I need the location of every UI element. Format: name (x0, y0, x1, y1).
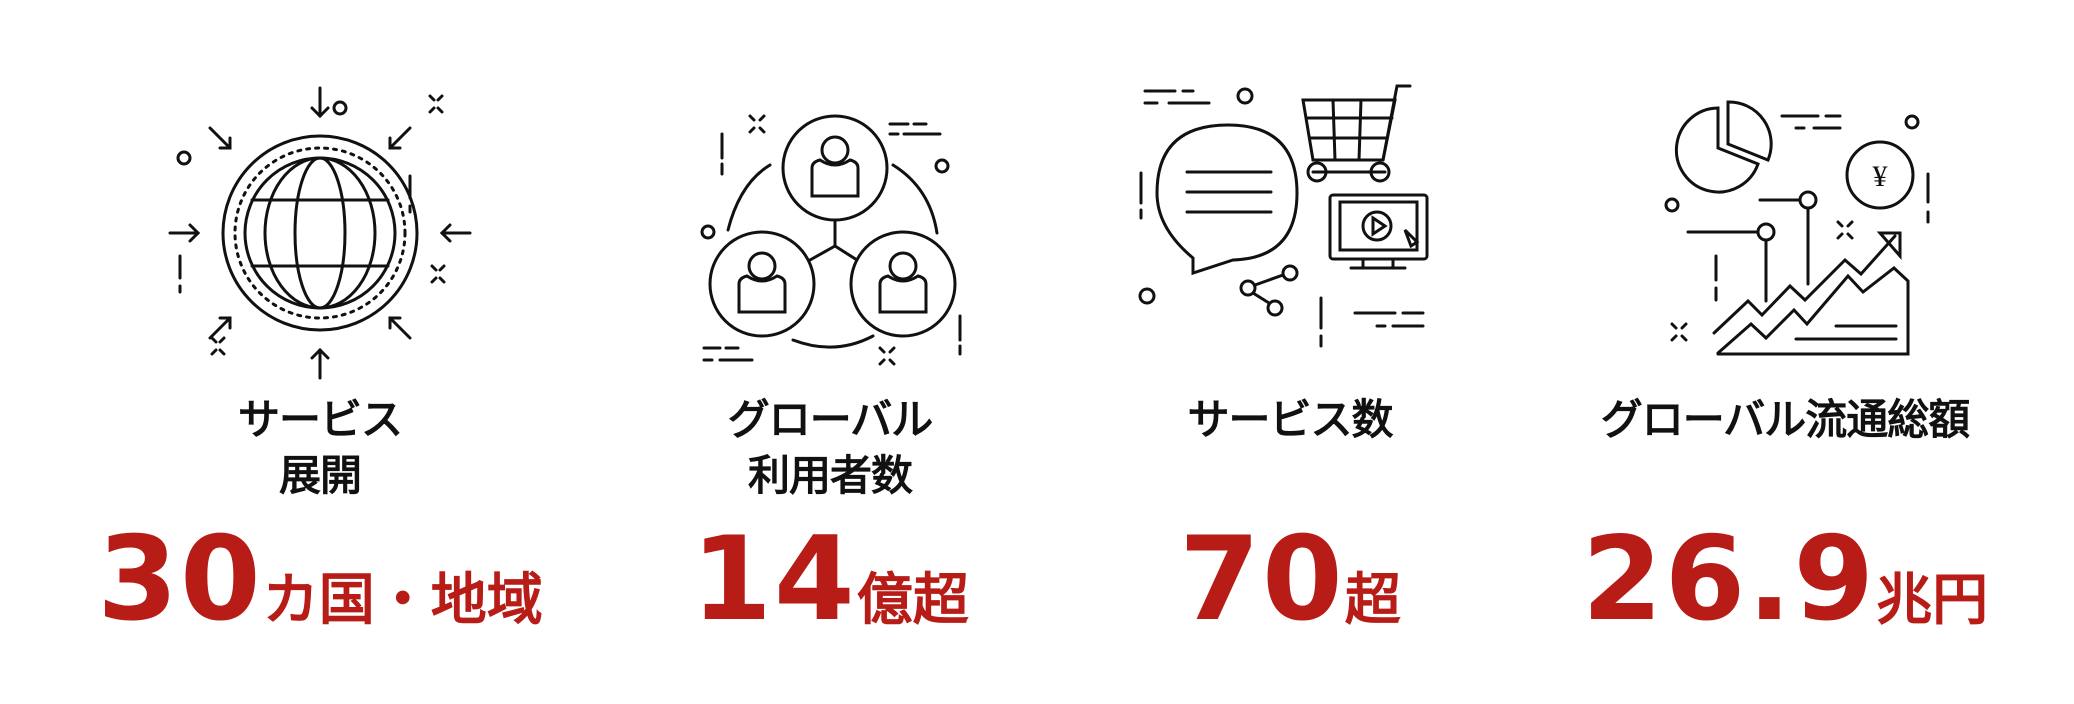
heading-line-1: サービス数 (1187, 395, 1393, 444)
stat-service-regions: サービス 展開 30カ国・地域 (80, 0, 560, 704)
stat-value: 26.9兆円 (1560, 520, 2010, 640)
stat-number: 26.9 (1581, 512, 1877, 647)
stat-unit: 兆円 (1876, 568, 1989, 633)
stat-number: 30 (97, 512, 263, 647)
growth-chart-icon: ¥ (1650, 88, 1950, 378)
heading-line-2: 展開 (278, 451, 362, 500)
users-network-icon (690, 88, 990, 378)
stat-heading: サービス数 (1130, 392, 1450, 448)
heading-line-1: サービス (237, 395, 403, 444)
stat-value: 14億超 (660, 520, 1000, 640)
globe-icon (170, 88, 470, 378)
svg-text:¥: ¥ (1873, 160, 1888, 193)
stat-value: 30カ国・地域 (80, 520, 560, 640)
stat-unit: カ国・地域 (262, 568, 543, 633)
stat-value: 70超 (1130, 520, 1450, 640)
stat-number: 14 (691, 512, 857, 647)
stat-heading: グローバル 利用者数 (660, 392, 1000, 504)
heading-line-1: グローバル流通総額 (1600, 395, 1971, 444)
stat-service-count: サービス数 70超 (1130, 0, 1450, 704)
stat-global-gmv: ¥ グローバル流通総額 26.9兆円 (1560, 0, 2010, 704)
stat-heading: グローバル流通総額 (1560, 392, 2010, 448)
stat-unit: 超 (1344, 568, 1401, 633)
stat-unit: 億超 (856, 568, 969, 633)
services-icon (1135, 88, 1435, 378)
heading-line-1: グローバル (727, 395, 934, 444)
stat-global-users: グローバル 利用者数 14億超 (660, 0, 1000, 704)
stat-heading: サービス 展開 (80, 392, 560, 504)
heading-line-2: 利用者数 (747, 451, 913, 500)
stat-number: 70 (1179, 512, 1345, 647)
